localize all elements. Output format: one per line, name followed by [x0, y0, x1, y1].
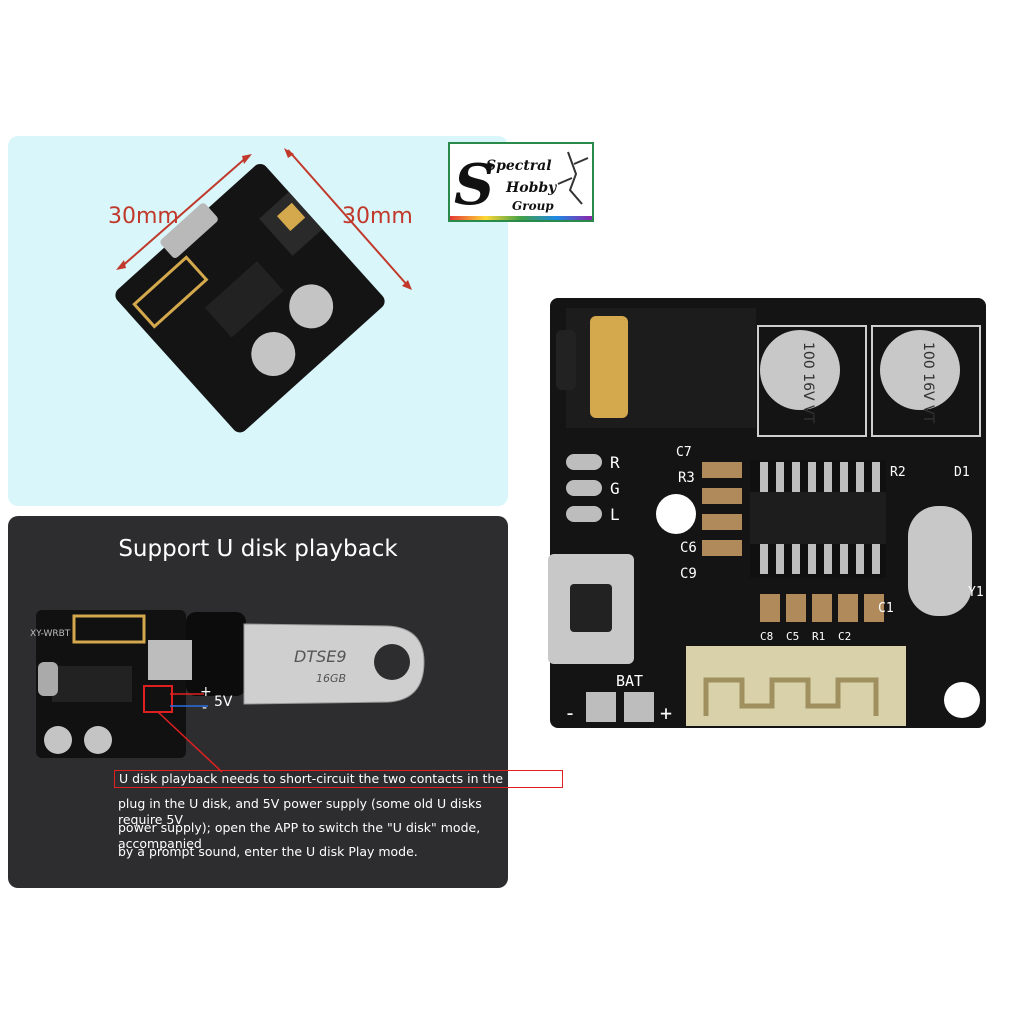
dimension-label-right: 30mm	[342, 204, 413, 229]
u-disk-note-line-1: U disk playback needs to short-circuit t…	[114, 770, 564, 788]
dimension-label-left: 30mm	[108, 204, 179, 229]
logo-text-3: Group	[512, 199, 554, 213]
svg-text:C7: C7	[676, 445, 692, 460]
voltage-label: 5V	[214, 694, 233, 710]
svg-text:R: R	[610, 453, 620, 472]
board-photo: 100 16V VT 100 16V VT C7 R3 C6 C9 R	[548, 298, 986, 728]
svg-text:100 16V VT: 100 16V VT	[800, 342, 816, 424]
svg-text:R1: R1	[812, 630, 825, 643]
spectral-hobby-group-logo: S Spectral Hobby Group	[448, 142, 594, 222]
u-disk-title: Support U disk playback	[118, 536, 398, 562]
plus-label: +	[200, 684, 212, 700]
svg-text:C5: C5	[786, 630, 799, 643]
svg-text:G: G	[610, 479, 620, 498]
small-board-label: XY-WRBT	[30, 629, 71, 639]
svg-text:R3: R3	[678, 470, 695, 486]
usb-stick-size: 16GB	[316, 672, 346, 685]
svg-text:C2: C2	[838, 630, 851, 643]
svg-text:C6: C6	[680, 540, 697, 556]
svg-text:L: L	[610, 505, 620, 524]
capacitor-left: 100 16V VT	[757, 325, 867, 437]
u-disk-note-line-4: by a prompt sound, enter the U disk Play…	[118, 844, 418, 859]
small-board-dimension-illustration	[115, 148, 412, 433]
svg-text:+: +	[660, 701, 672, 725]
svg-text:BAT: BAT	[616, 672, 643, 690]
svg-text:100 16V VT: 100 16V VT	[920, 342, 936, 424]
svg-text:C8: C8	[760, 630, 773, 643]
u-disk-note-line-2: plug in the U disk, and 5V power supply …	[118, 796, 482, 827]
logo-mark: S Spectral Hobby Group	[450, 151, 592, 220]
u-disk-note-line-3: power supply); open the APP to switch th…	[118, 820, 481, 851]
svg-text:C1: C1	[878, 601, 894, 616]
logo-text-2: Hobby	[505, 180, 557, 196]
svg-text:R2: R2	[890, 465, 906, 480]
logo-text-1: Spectral	[486, 158, 552, 174]
minus-label: -	[202, 700, 207, 716]
svg-text:-: -	[564, 701, 576, 725]
svg-text:C9: C9	[680, 566, 697, 582]
capacitor-right: 100 16V VT	[871, 325, 981, 437]
usb-stick-brand: DTSE9	[294, 647, 347, 666]
svg-text:S: S	[454, 152, 494, 218]
svg-text:Y1: Y1	[968, 585, 984, 600]
u-disk-illustration: XY-WRBT DTSE9 16GB + - 5V	[30, 610, 425, 773]
svg-text:D1: D1	[954, 465, 970, 480]
